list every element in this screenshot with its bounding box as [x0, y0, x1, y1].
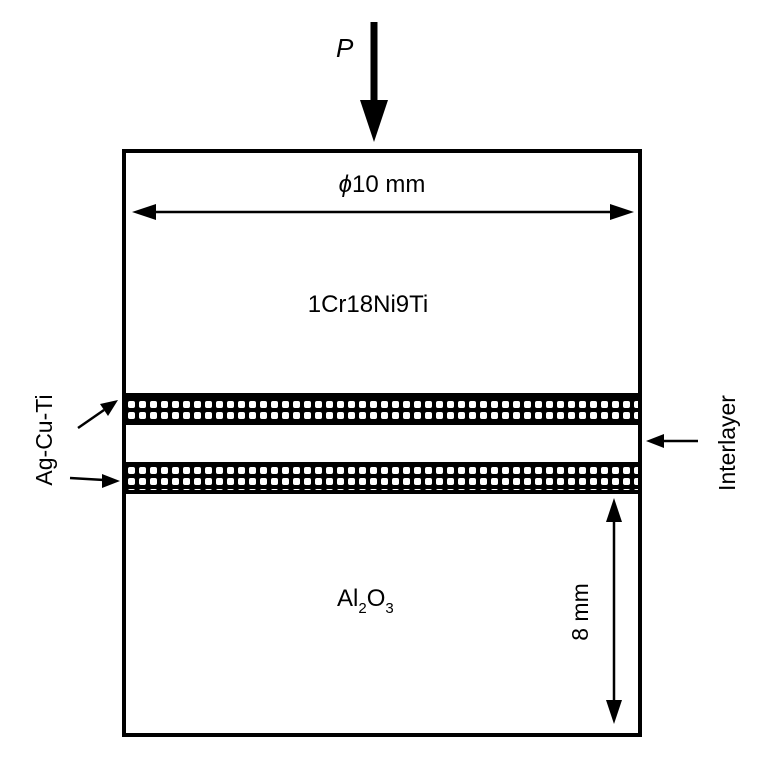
diameter-value: 10 mm: [352, 171, 425, 198]
height-dimension-label: 8 mm: [567, 583, 593, 641]
filler-pointer-upper: [77, 400, 118, 430]
top-material-label: 1Cr18Ni9Ti: [308, 291, 428, 318]
filler-label: Ag-Cu-Ti: [31, 394, 57, 485]
load-arrow: [360, 22, 388, 142]
interlayer-band: [126, 425, 638, 462]
specimen-outline: [122, 149, 642, 737]
bottom-material-sub2: 3: [385, 600, 393, 617]
height-dimension-arrow: [606, 498, 622, 724]
bottom-material-base: Al: [337, 585, 358, 612]
bottom-material-sub1: 2: [358, 600, 366, 617]
filler-pointer-lower: [69, 474, 120, 488]
diameter-label: ϕ10 mm: [339, 171, 426, 198]
bottom-material-label: Al2O3: [337, 585, 394, 617]
interlayer-label: Interlayer: [714, 395, 740, 491]
lower-filler-layer: [126, 464, 638, 490]
bottom-material-mid: O: [367, 585, 386, 612]
upper-filler-layer: [126, 395, 638, 421]
diameter-symbol: ϕ: [339, 171, 352, 198]
interlayer-pointer: [646, 434, 698, 448]
diameter-dimension-arrow: [132, 204, 634, 220]
load-label: P: [336, 33, 354, 63]
